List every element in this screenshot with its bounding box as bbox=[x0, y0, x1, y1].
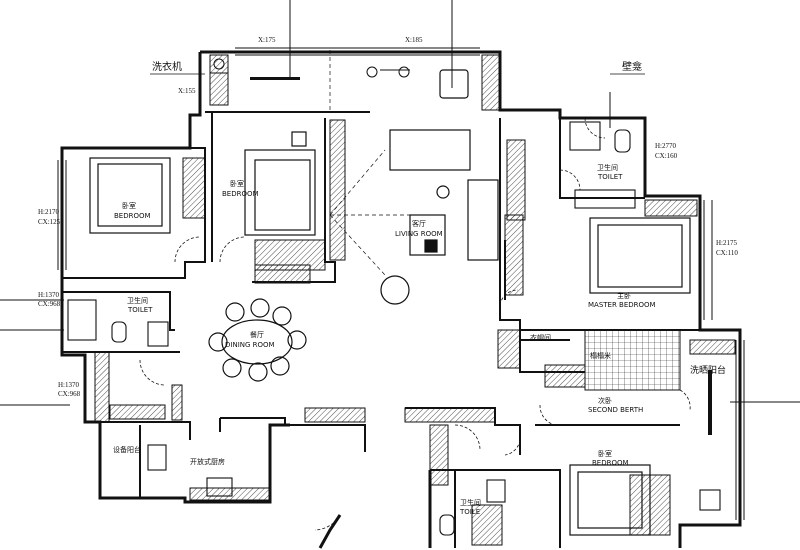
sofa bbox=[467, 179, 499, 261]
label-toilet-right-cn: 卫生间 bbox=[597, 163, 618, 172]
dim-h1370-a: H:1370 bbox=[38, 291, 60, 299]
tv-cabinet bbox=[389, 129, 471, 171]
dim-cx110: CX:110 bbox=[716, 249, 738, 257]
label-toilet-bottom-cn: 卫生间 bbox=[460, 498, 481, 507]
label-bedroom-left-en: BEDROOM bbox=[114, 212, 151, 220]
dining-set bbox=[208, 298, 307, 382]
living-furniture bbox=[291, 69, 499, 305]
dim-cx968-b: CX:968 bbox=[58, 390, 81, 398]
label-second-cn: 次卧 bbox=[598, 396, 612, 405]
windows bbox=[57, 47, 745, 520]
dim-h1370-b: H:1370 bbox=[58, 381, 80, 389]
label-bedroom-mid-en: BEDROOM bbox=[222, 190, 259, 198]
label-toilet-bottom-en: TOILE bbox=[459, 508, 480, 516]
dim-x155: X:155 bbox=[178, 87, 196, 95]
cabinets bbox=[94, 54, 736, 546]
dim-cx125: CX:125 bbox=[38, 218, 61, 226]
label-bedroom-left-cn: 卧室 bbox=[122, 201, 136, 210]
beds bbox=[89, 149, 691, 536]
label-tatami: 榻榻米 bbox=[590, 351, 611, 360]
dim-cx160: CX:160 bbox=[655, 152, 678, 160]
armchair bbox=[380, 275, 410, 305]
washer-area bbox=[209, 54, 410, 78]
bed-mid bbox=[244, 149, 316, 236]
label-master-en: MASTER BEDROOM bbox=[588, 301, 656, 309]
dim-x185: X:185 bbox=[405, 36, 423, 44]
label-wardrobe: 衣帽间 bbox=[530, 333, 551, 342]
label-open-kitchen: 开放式厨房 bbox=[190, 457, 225, 466]
label-toilet-left-cn: 卫生间 bbox=[127, 296, 148, 305]
label-living-cn: 客厅 bbox=[412, 219, 426, 228]
bed-left bbox=[89, 157, 171, 234]
bed-bottom-right bbox=[569, 464, 651, 536]
label-drying-balcony: 洗晒阳台 bbox=[690, 364, 726, 376]
guide-lines bbox=[0, 0, 800, 406]
coffee-table bbox=[409, 214, 446, 256]
doors bbox=[139, 117, 691, 531]
drying-rail bbox=[708, 370, 712, 435]
label-toilet-right-en: TOILET bbox=[597, 173, 623, 181]
laundry-bar bbox=[250, 77, 300, 80]
label-living-en: LIVING ROOM bbox=[395, 230, 443, 238]
label-dining-cn: 餐厅 bbox=[250, 330, 264, 339]
label-toilet-left-en: TOILET bbox=[127, 306, 153, 314]
label-wall-niche: 壁龛 bbox=[622, 60, 642, 73]
living-sightlines bbox=[329, 50, 410, 276]
dim-h2175: H:2175 bbox=[716, 239, 738, 247]
label-equipment-balcony: 设备阳台 bbox=[113, 445, 141, 454]
label-dining-en: DINING ROOM bbox=[225, 341, 275, 349]
label-bedroom-br-cn: 卧室 bbox=[598, 449, 612, 458]
label-laundry-machine: 洗衣机 bbox=[152, 60, 182, 73]
dim-h2170: H:2170 bbox=[38, 208, 60, 216]
label-master-cn: 主卧 bbox=[617, 291, 631, 300]
bathroom-fixtures bbox=[67, 121, 721, 536]
label-bedroom-br-en: BEDROOM bbox=[592, 459, 629, 467]
bed-master bbox=[589, 217, 691, 294]
outer-walls bbox=[60, 50, 742, 549]
inner-walls bbox=[62, 111, 700, 548]
label-second-en: SECOND BERTH bbox=[588, 406, 643, 414]
dim-x175: X:175 bbox=[258, 36, 276, 44]
label-bedroom-mid-cn: 卧室 bbox=[230, 179, 244, 188]
dim-cx968-a: CX:968 bbox=[38, 300, 61, 308]
dim-h2770: H:2770 bbox=[655, 142, 677, 150]
tatami-grid bbox=[584, 329, 681, 391]
